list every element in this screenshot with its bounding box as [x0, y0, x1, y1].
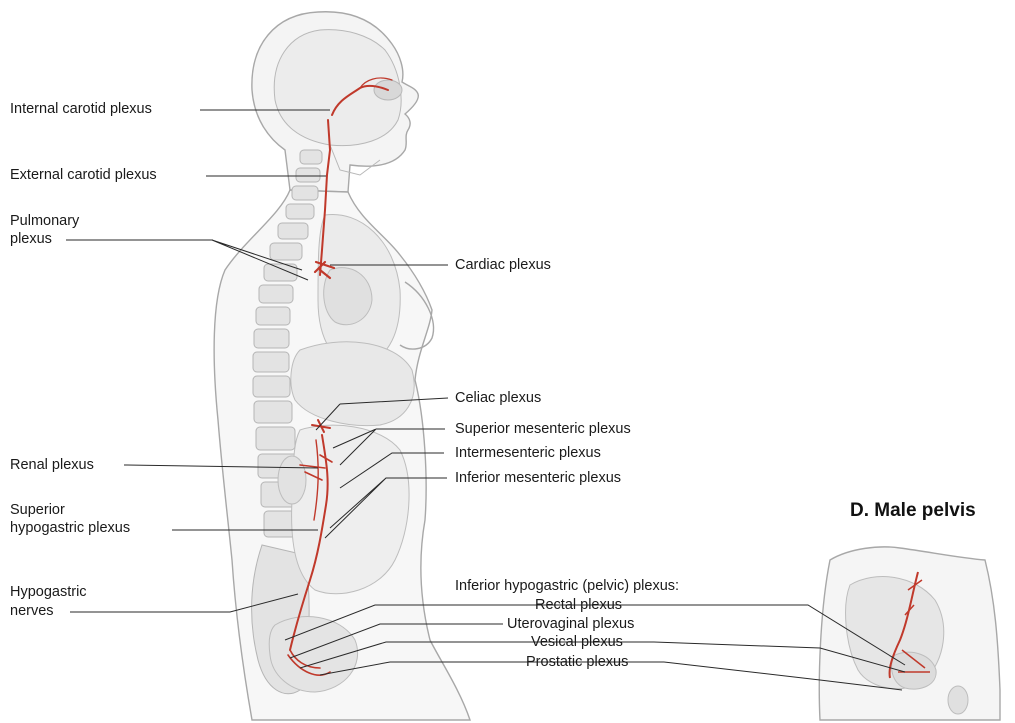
label-pulmonary-line2: plexus	[10, 231, 52, 248]
label-prostatic-plexus: Prostatic plexus	[526, 654, 628, 671]
label-renal-plexus: Renal plexus	[10, 457, 94, 474]
kidney	[278, 456, 306, 504]
label-hypogastric-nerves-line2: nerves	[10, 603, 54, 620]
label-cardiac-plexus: Cardiac plexus	[455, 257, 551, 274]
label-superior-mesenteric-plexus: Superior mesenteric plexus	[455, 421, 631, 438]
inset-testis	[948, 686, 968, 714]
label-hypogastric-nerves-line1: Hypogastric	[10, 584, 87, 601]
label-vesical-plexus: Vesical plexus	[531, 634, 623, 651]
label-internal-carotid-plexus: Internal carotid plexus	[10, 101, 152, 118]
label-superior-hypogastric-line2: hypogastric plexus	[10, 520, 130, 537]
label-external-carotid-plexus: External carotid plexus	[10, 167, 157, 184]
panel-title-male-pelvis: D. Male pelvis	[850, 500, 976, 522]
label-rectal-plexus: Rectal plexus	[535, 597, 622, 614]
label-pulmonary-line1: Pulmonary	[10, 213, 79, 230]
label-inferior-hypogastric-plexus: Inferior hypogastric (pelvic) plexus:	[455, 578, 679, 595]
label-inferior-mesenteric-plexus: Inferior mesenteric plexus	[455, 470, 621, 487]
label-intermesenteric-plexus: Intermesenteric plexus	[455, 445, 601, 462]
label-superior-hypogastric-line1: Superior	[10, 502, 65, 519]
label-uterovaginal-plexus: Uterovaginal plexus	[507, 616, 634, 633]
male-pelvis-inset	[819, 547, 1000, 720]
label-celiac-plexus: Celiac plexus	[455, 390, 541, 407]
